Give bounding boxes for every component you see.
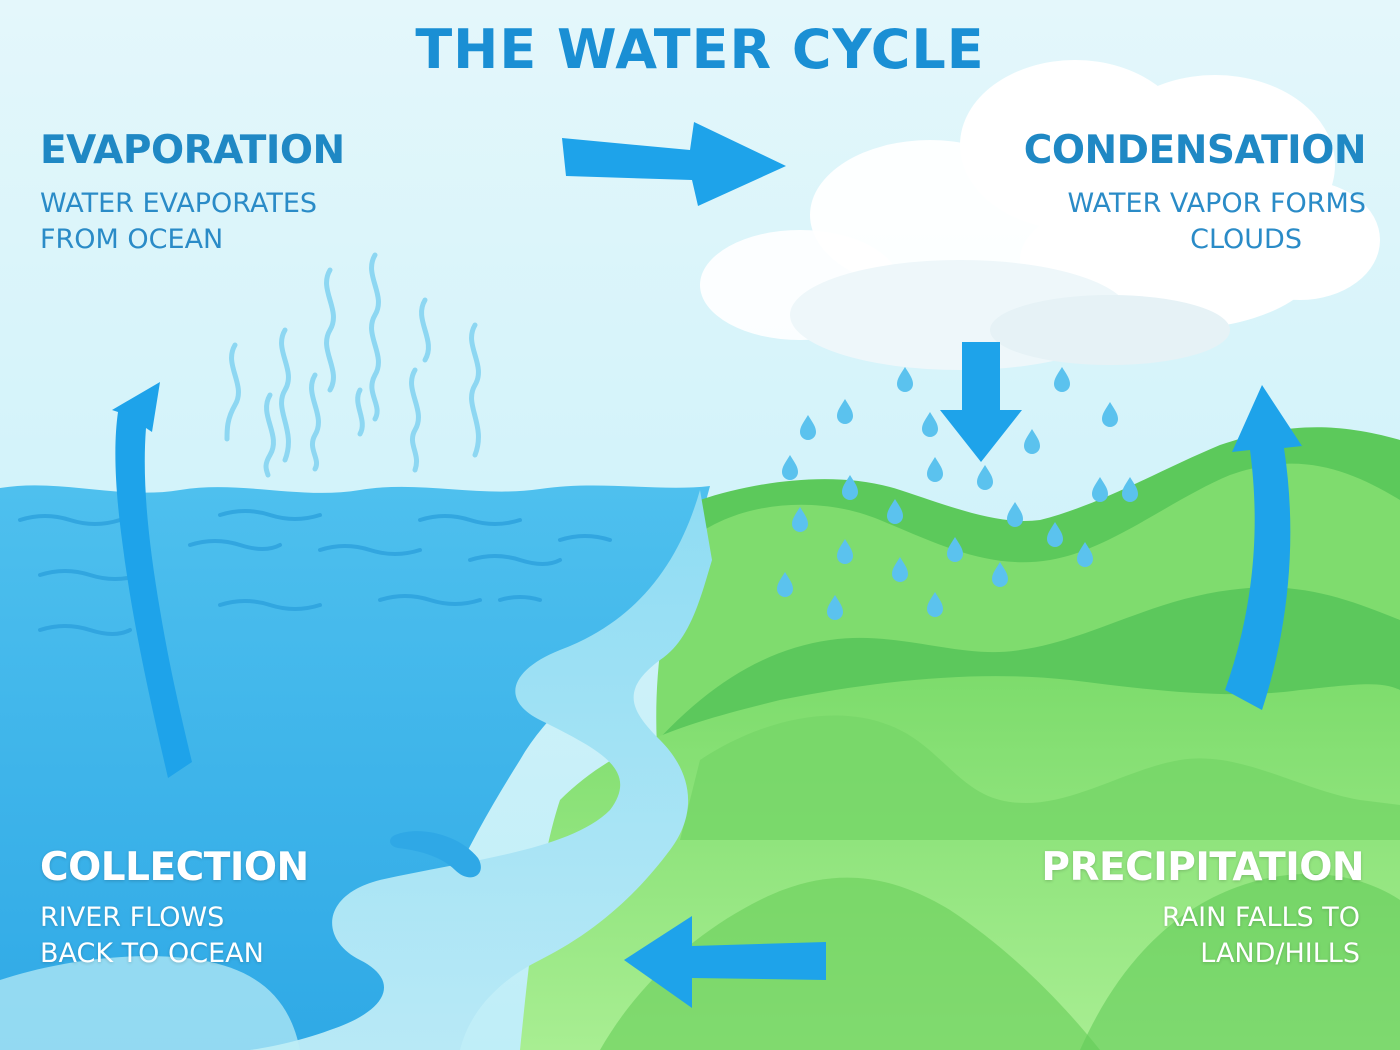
collection-description-line-2: BACK TO OCEAN xyxy=(40,938,264,969)
arrow-land-up xyxy=(1225,385,1302,710)
arrow-cloud-down xyxy=(940,342,1022,462)
precipitation-description-line-2: LAND/HILLS xyxy=(1200,938,1360,969)
cloud-icon xyxy=(700,60,1380,370)
condensation-description-line-2: CLOUDS xyxy=(1190,224,1302,255)
land-ridge xyxy=(680,715,1400,840)
river xyxy=(250,490,712,1050)
river-eddy xyxy=(390,831,481,878)
precipitation-description-line-1: RAIN FALLS TO xyxy=(1162,902,1360,933)
ocean-waves xyxy=(18,509,612,636)
condensation-description-line-1: WATER VAPOR FORMS xyxy=(1067,188,1366,219)
precipitation-heading: PRECIPITATION xyxy=(1041,845,1364,890)
collection-heading: COLLECTION xyxy=(40,845,309,890)
land-front-shading-2 xyxy=(1080,873,1400,1050)
condensation-heading: CONDENSATION xyxy=(1023,128,1367,173)
arrow-collection-to-evaporation xyxy=(112,382,192,778)
evaporation-description-line-2: FROM OCEAN xyxy=(40,224,224,255)
evaporation-description-line-1: WATER EVAPORATES xyxy=(40,188,318,219)
ocean xyxy=(0,485,710,1050)
evaporation-heading: EVAPORATION xyxy=(40,128,345,173)
vapor-wave-icon xyxy=(224,252,481,478)
diagram-title: THE WATER CYCLE xyxy=(415,18,985,81)
arrow-evaporation-to-condensation xyxy=(562,122,786,206)
cycle-arrow-icon xyxy=(112,122,1302,1008)
arrow-precipitation-to-collection xyxy=(624,916,826,1008)
river-bank-light xyxy=(0,956,300,1050)
collection-description-line-1: RIVER FLOWS xyxy=(40,902,225,933)
land-front-shading xyxy=(600,877,1100,1050)
